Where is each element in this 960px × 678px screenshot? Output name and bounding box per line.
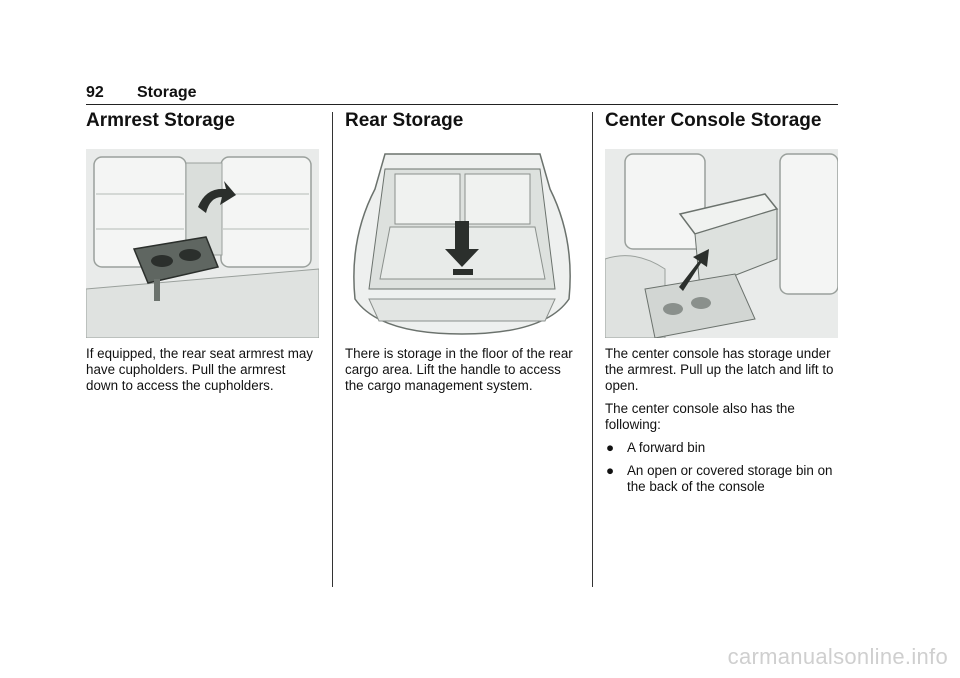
rear-storage-section: Rear Storage There is storage in the flo… [345,108,579,393]
rear-storage-heading: Rear Storage [345,110,464,131]
center-console-storage-body: The center console has storage under the… [605,346,839,502]
armrest-storage-body: If equipped, the rear seat armrest may h… [86,346,320,401]
rear-cargo-illustration [345,149,578,338]
list-item-text: An open or covered storage bin on the ba… [627,463,833,494]
column-divider [592,112,593,587]
rear-storage-body: There is storage in the floor of the rea… [345,346,579,401]
paragraph: If equipped, the rear seat armrest may h… [86,346,314,393]
list-item-text: A forward bin [627,440,706,455]
armrest-storage-section: Armrest Storage If equipped, the rear se… [86,108,320,393]
rear-cargo-image [345,149,578,338]
center-console-illustration [605,149,838,338]
watermark: carmanualsonline.info [727,644,948,669]
page-header: 92 Storage [86,82,838,105]
armrest-cupholder-image [86,149,319,338]
section-title: Storage [137,84,197,101]
center-console-image [605,149,838,338]
page-number: 92 [86,84,104,101]
paragraph: The center console has storage under the… [605,346,834,393]
paragraph: There is storage in the floor of the rea… [345,346,573,393]
bullet-icon: ● [606,463,615,478]
list-item: ● A forward bin [605,440,839,456]
armrest-storage-heading: Armrest Storage [86,110,235,131]
bullet-icon: ● [606,440,615,455]
center-console-storage-section: Center Console Storage The center consol… [605,108,839,494]
feature-list: ● A forward bin ● An open or covered sto… [605,440,839,495]
list-item: ● An open or covered storage bin on the … [605,463,839,495]
center-console-storage-heading: Center Console Storage [605,110,822,131]
paragraph: The center console also has the followin… [605,401,795,432]
armrest-illustration [86,149,319,338]
column-divider [332,112,333,587]
